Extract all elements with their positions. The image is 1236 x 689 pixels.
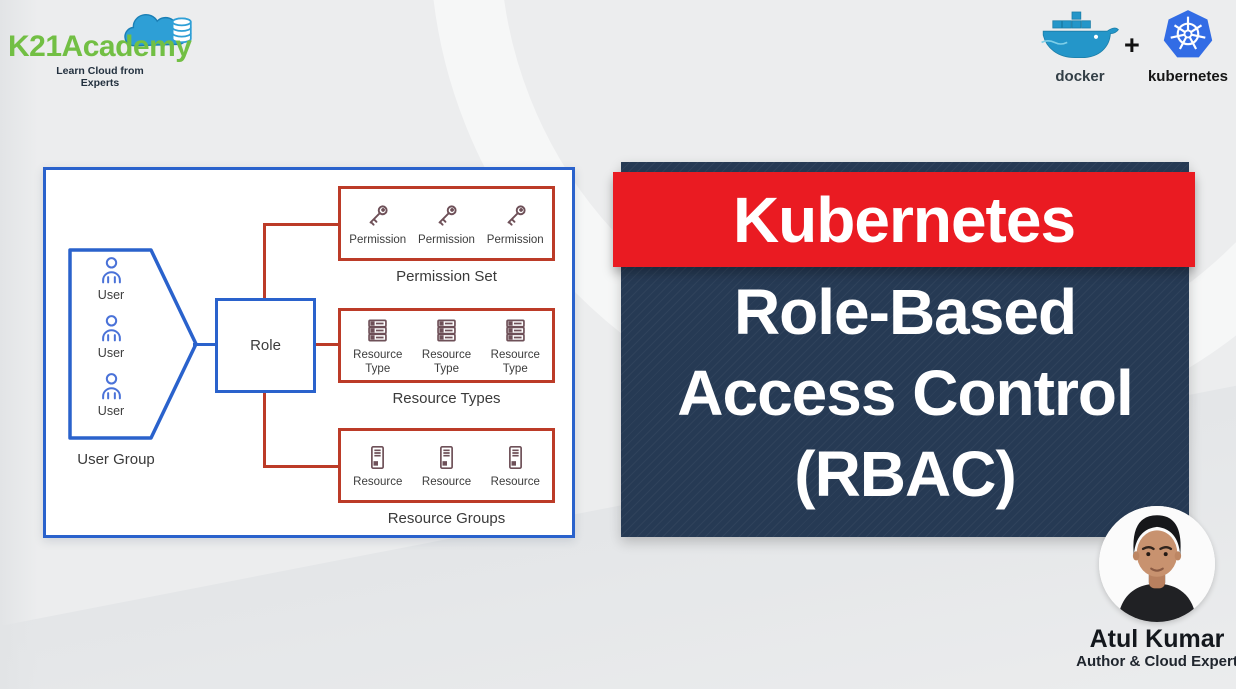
user-icon — [101, 257, 121, 284]
user-label: User — [97, 346, 125, 360]
title-line: Role-Based — [733, 276, 1077, 348]
resource-type-label: Resource Type — [353, 349, 403, 375]
title-lines: Role-Based Access Control (RBAC) — [621, 272, 1189, 532]
rbac-diagram: User User User User Group Role — [43, 167, 575, 538]
user-group-shape — [68, 248, 198, 440]
docker-whale-icon — [1041, 11, 1119, 58]
resource-type-item: Resource Type — [346, 317, 410, 375]
docker-label: docker — [1055, 68, 1105, 85]
tech-logos: docker + — [1038, 6, 1228, 90]
resource-types-box: Resource Type Resource Type Resource Typ… — [338, 308, 555, 383]
resource-label: Resource — [490, 475, 540, 488]
key-icon — [438, 205, 457, 226]
kubernetes-logo: kubernetes — [1146, 8, 1230, 85]
resource-groups-box: Resource Resource Resource — [338, 428, 555, 503]
permission-item: Permission — [415, 202, 479, 247]
permission-item: Permission — [346, 202, 410, 247]
resource-groups-title: Resource Groups — [387, 510, 506, 527]
role-label: Role — [250, 337, 281, 354]
resource-label: Resource — [421, 475, 472, 488]
author-name: Atul Kumar — [1089, 625, 1225, 653]
permission-item: Permission — [483, 202, 547, 247]
resource-label: Resource — [353, 475, 403, 488]
title-line: (RBAC) — [794, 438, 1016, 510]
server-tower-icon — [440, 445, 453, 469]
resource-item: Resource — [415, 444, 479, 489]
user-icon — [101, 315, 121, 342]
user-item: User — [83, 313, 139, 360]
brand-name: K21Academy — [8, 30, 192, 63]
user-icon — [101, 373, 121, 400]
brand-tagline: Learn Cloud from Experts — [56, 65, 144, 89]
server-stack-icon — [368, 319, 388, 342]
title-line: Access Control — [677, 357, 1133, 429]
connector-role-permissions-horizontal — [263, 223, 340, 226]
user-item: User — [83, 255, 139, 302]
permission-label: Permission — [349, 233, 407, 246]
server-tower-icon — [508, 445, 522, 469]
resource-item: Resource — [346, 444, 410, 489]
plus-sign: + — [1124, 30, 1140, 60]
key-icon — [369, 205, 388, 226]
user-label: User — [97, 288, 125, 302]
background-left-band — [0, 0, 38, 689]
permission-label: Permission — [418, 233, 475, 246]
connector-role-resourcetypes — [314, 343, 340, 346]
author-photo — [1099, 506, 1215, 622]
role-node: Role — [215, 298, 316, 393]
server-stack-icon — [505, 319, 525, 342]
banner-text: Kubernetes — [732, 183, 1076, 256]
permission-set-title: Permission Set — [396, 268, 497, 285]
server-stack-icon — [437, 319, 456, 342]
connector-role-resources-horizontal — [263, 465, 340, 468]
resource-type-item: Resource Type — [415, 317, 479, 375]
connector-role-resources-vertical — [263, 391, 266, 468]
resource-item: Resource — [483, 444, 547, 489]
author-role: Author & Cloud Expert — [1076, 653, 1236, 670]
cloud-database-icon — [124, 13, 192, 47]
connector-role-permissions-vertical — [263, 223, 266, 300]
server-tower-icon — [371, 445, 385, 469]
kubernetes-banner: Kubernetes — [613, 172, 1195, 267]
user-item: User — [83, 371, 139, 418]
user-label: User — [97, 404, 125, 418]
resource-type-label: Resource Type — [421, 349, 472, 375]
resource-type-item: Resource Type — [483, 317, 547, 375]
connector-usergroup-role — [193, 343, 217, 346]
key-icon — [507, 205, 526, 226]
kubernetes-label: kubernetes — [1147, 68, 1229, 85]
author-portrait — [1099, 506, 1215, 622]
docker-logo: docker — [1038, 10, 1122, 85]
kubernetes-helm-icon — [1163, 10, 1213, 58]
brand-logo: K21Academy Learn Cloud from Experts — [8, 6, 223, 89]
resource-types-title: Resource Types — [392, 390, 501, 407]
resource-type-label: Resource Type — [490, 349, 540, 375]
permission-set-box: Permission Permission Permission — [338, 186, 555, 261]
permission-label: Permission — [486, 233, 544, 246]
user-group-label: User Group — [77, 451, 155, 468]
